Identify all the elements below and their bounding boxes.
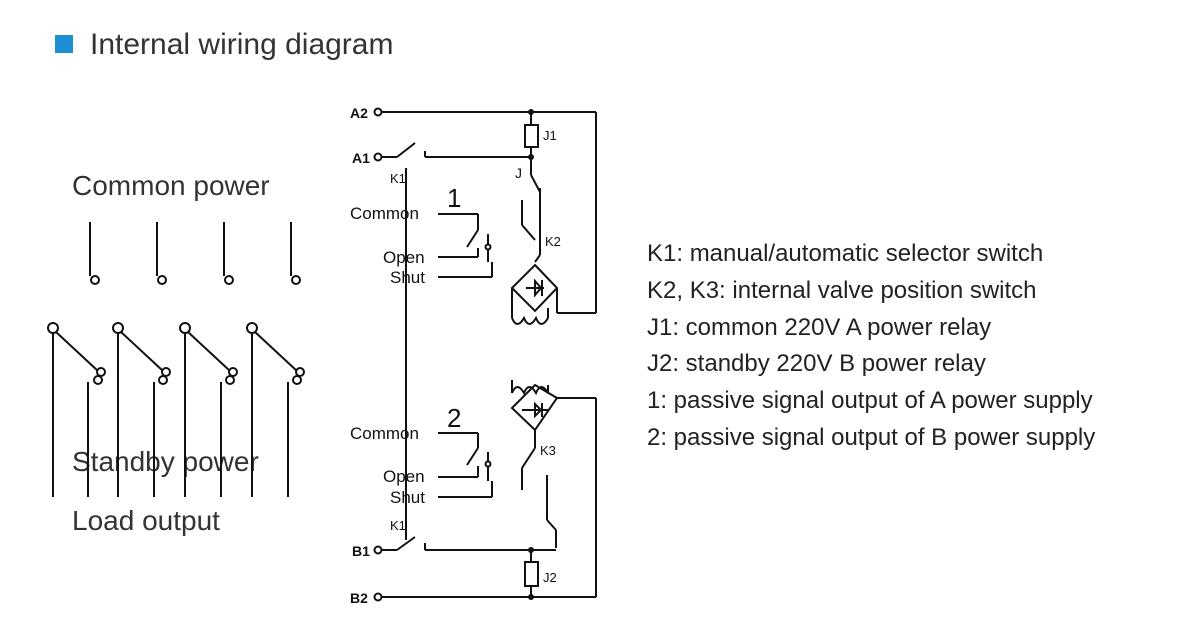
- title-bullet-icon: [55, 35, 73, 53]
- output-1-label: 1: [447, 183, 461, 213]
- changeover-contacts: [47, 322, 305, 497]
- common-1-label: Common: [350, 204, 419, 223]
- legend-item-output-2: 2: passive signal output of B power supp…: [647, 423, 1096, 451]
- legend-item-k1: K1: manual/automatic selector switch: [647, 240, 1044, 267]
- open-2-label: Open: [383, 467, 425, 486]
- j1-label: J1: [543, 128, 557, 143]
- legend-item-j2: J2: standby 220V B power relay: [647, 350, 986, 378]
- k2-label: K2: [545, 234, 561, 249]
- k3-label: K3: [540, 443, 556, 458]
- load-output-label: Load output: [72, 505, 220, 536]
- legend-item-k2-k3: K2, K3: internal valve position switch: [647, 276, 1037, 304]
- terminal-a1-label: A1: [352, 150, 370, 166]
- common-power-contacts: [89, 222, 301, 285]
- standby-power-label: Standby power: [72, 446, 259, 477]
- common-2-label: Common: [350, 424, 419, 443]
- common-power-label: Common power: [72, 170, 270, 201]
- legend-item-output-1: 1: passive signal output of A power supp…: [647, 387, 1093, 415]
- output-2-label: 2: [447, 403, 461, 433]
- terminal-b2-label: B2: [350, 590, 368, 606]
- legend: K1: manual/automatic selector switch K2,…: [647, 236, 1095, 457]
- shut-1-label: Shut: [390, 268, 425, 287]
- k1-bottom-label: K1: [390, 518, 406, 533]
- open-1-label: Open: [383, 248, 425, 267]
- circuit-wires: [373, 107, 597, 602]
- terminal-a2-label: A2: [350, 105, 368, 121]
- j2-label: J2: [543, 570, 557, 585]
- page-title: Internal wiring diagram: [90, 28, 394, 61]
- k1-top-label: K1: [390, 171, 406, 186]
- junction-dots: [528, 109, 534, 600]
- terminal-b1-label: B1: [352, 543, 370, 559]
- legend-item-j1: J1: common 220V A power relay: [647, 313, 992, 341]
- shut-2-label: Shut: [390, 488, 425, 507]
- j-label: J: [515, 165, 522, 181]
